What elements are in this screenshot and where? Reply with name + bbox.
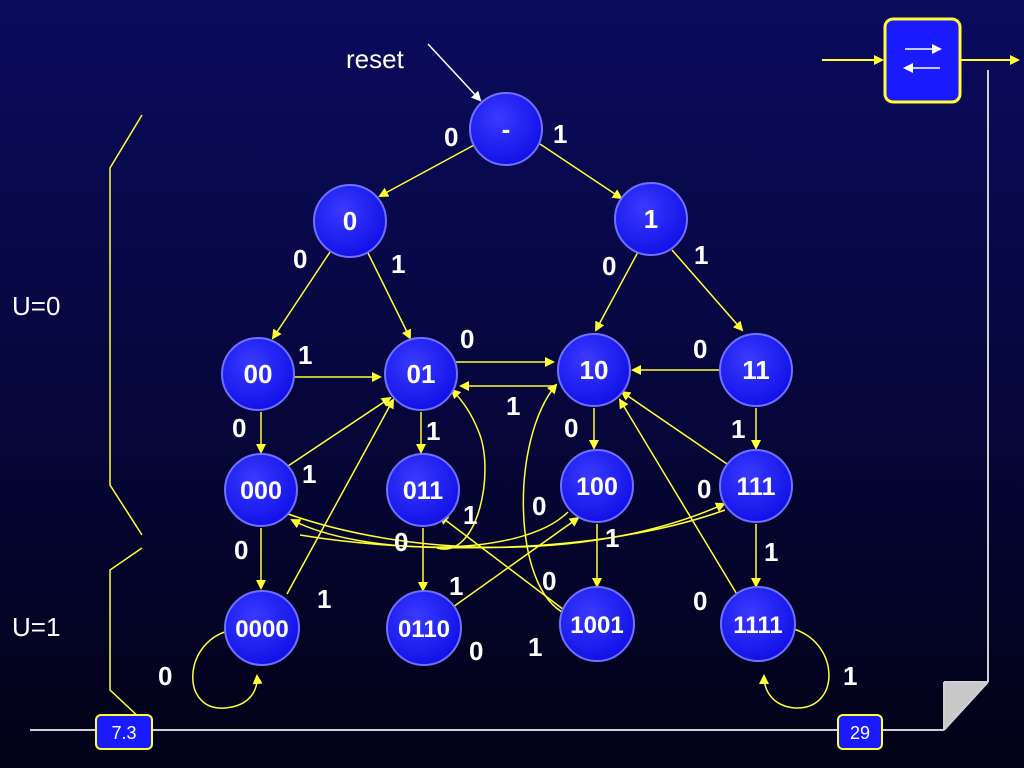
label-01-0: 0 — [460, 324, 474, 354]
node-1: 1 — [614, 182, 688, 256]
edge-0110-100 — [445, 516, 580, 613]
edge-1-11 — [671, 249, 744, 332]
node-11: 11 — [719, 333, 793, 407]
node-1-label: 1 — [644, 204, 658, 234]
node-1001: 1001 — [559, 586, 635, 662]
node-000: 000 — [224, 453, 298, 527]
reset-arrow — [427, 43, 482, 102]
label-10-0: 0 — [564, 413, 578, 443]
node-100-label: 100 — [576, 473, 618, 501]
edge-labels: 0 1 0 1 0 1 1 0 0 1 1 0 0 1 1 0 1 0 0 1 … — [158, 119, 857, 691]
label-000-1: 1 — [302, 459, 316, 489]
label-00-0: 0 — [232, 413, 246, 443]
node-10: 10 — [557, 333, 631, 407]
edge-011-10 — [436, 388, 486, 550]
edge-1111-self — [759, 627, 830, 709]
label-11-1: 1 — [731, 414, 745, 444]
node-0110: 0110 — [386, 590, 462, 666]
label-1111-0: 0 — [693, 586, 707, 616]
edges — [192, 143, 830, 709]
edge-0-01 — [367, 252, 411, 340]
edge-1001-10 — [522, 383, 567, 615]
node-100: 100 — [560, 449, 634, 523]
node-0110-label: 0110 — [398, 616, 450, 643]
node-111-label: 111 — [737, 473, 776, 501]
label-011-1: 1 — [463, 500, 477, 530]
label-1001-1: 1 — [528, 632, 542, 662]
node-11-label: 11 — [742, 355, 770, 385]
label-111-0: 0 — [697, 474, 711, 504]
label-1111-1: 1 — [843, 661, 857, 691]
edge-111-10 — [620, 390, 731, 467]
node-00: 00 — [221, 337, 295, 411]
node-1001-label: 1001 — [570, 612, 623, 639]
label-0110-0: 0 — [469, 636, 483, 666]
node-root: - — [469, 92, 543, 166]
node-0000-label: 0000 — [235, 616, 288, 643]
node-10-label: 10 — [580, 355, 609, 385]
label-1001-0: 0 — [542, 566, 556, 596]
u0-label: U=0 — [12, 291, 60, 321]
label-0-0: 0 — [293, 244, 307, 274]
label-00-1: 1 — [298, 340, 312, 370]
label-10-1: 1 — [506, 391, 520, 421]
edge-1001-011 — [438, 514, 573, 617]
edge-1-10 — [595, 251, 639, 332]
node-1111: 1111 — [720, 586, 796, 662]
label-0110-1: 1 — [449, 571, 463, 601]
node-0: 0 — [313, 184, 387, 258]
label-root-1: 1 — [553, 119, 567, 149]
edge-0000-self — [192, 629, 263, 709]
edge-0000-01 — [286, 398, 394, 595]
edge-root-0 — [378, 143, 477, 197]
page-number-badge: 29 — [837, 714, 883, 750]
edge-000-111 — [287, 502, 726, 549]
u1-label: U=1 — [12, 612, 60, 642]
node-root-label: - — [502, 114, 511, 144]
label-1-0: 0 — [602, 251, 616, 281]
label-01-1: 1 — [426, 416, 440, 446]
page-frame — [30, 70, 989, 731]
node-1111-label: 1111 — [733, 612, 782, 639]
reset-label: reset — [346, 44, 405, 74]
label-000-0: 0 — [234, 535, 248, 565]
label-100-0: 0 — [532, 491, 546, 521]
label-11-0: 0 — [693, 334, 707, 364]
node-01: 01 — [384, 337, 458, 411]
label-0000-1: 1 — [317, 584, 331, 614]
node-011: 011 — [386, 453, 460, 527]
brace-u0 — [109, 114, 143, 536]
node-111: 111 — [719, 449, 793, 523]
edge-1111-10 — [618, 398, 739, 597]
node-01-label: 01 — [407, 359, 436, 389]
label-011-0: 0 — [394, 527, 408, 557]
node-0000: 0000 — [224, 590, 300, 666]
label-root-0: 0 — [444, 122, 458, 152]
label-100-1: 1 — [605, 523, 619, 553]
section-label: 7.3 — [111, 723, 136, 743]
label-0-1: 1 — [391, 249, 405, 279]
node-00-label: 00 — [244, 359, 273, 389]
edge-000-01 — [287, 396, 392, 467]
section-badge: 7.3 — [95, 714, 153, 750]
label-1-1: 1 — [694, 240, 708, 270]
edge-0-00 — [271, 251, 331, 340]
edge-root-1 — [539, 143, 623, 200]
register-symbol — [822, 17, 1020, 104]
nodes: - 0 1 00 01 10 11 000 011 100 111 0000 0… — [221, 92, 796, 666]
node-011-label: 011 — [403, 477, 443, 505]
node-000-label: 000 — [240, 477, 282, 505]
label-0000-0: 0 — [158, 661, 172, 691]
node-0-label: 0 — [343, 206, 357, 236]
brace-u1 — [109, 547, 143, 721]
label-111-1: 1 — [764, 537, 778, 567]
page-number: 29 — [850, 723, 870, 743]
